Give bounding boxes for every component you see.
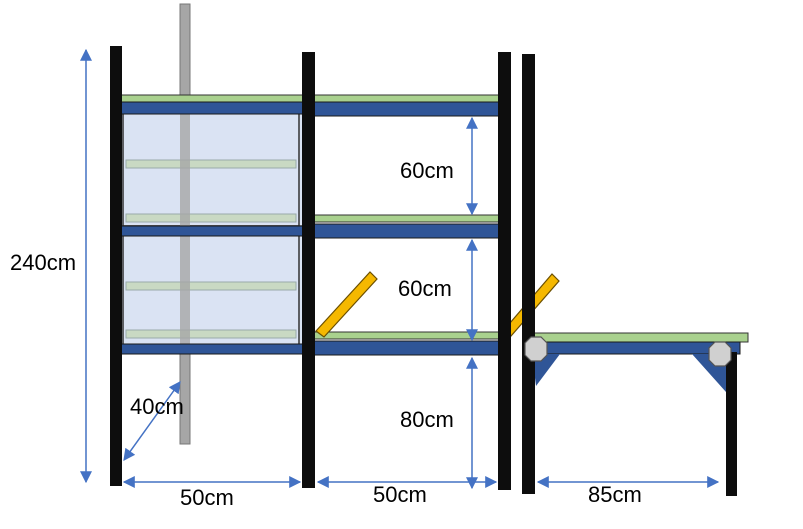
width-right-label: 85cm [588, 482, 642, 507]
shelf-gap-middle-label: 60cm [398, 276, 452, 301]
shelf-left-middle [117, 225, 305, 237]
storage-box-lower [117, 233, 305, 349]
shelf-middle-middle [313, 214, 501, 239]
post-center-right [498, 52, 511, 490]
shelf-left-bottom [117, 343, 305, 355]
bench-leg [726, 352, 737, 496]
shelf-left-top [117, 94, 305, 115]
bench-bracket-left [532, 354, 560, 386]
total-height-label: 240cm [10, 250, 76, 275]
shelf-height-bottom-label: 80cm [400, 407, 454, 432]
shelf-gap-top-label: 60cm [400, 158, 454, 183]
width-middle-label: 50cm [373, 482, 427, 507]
width-left-label: 50cm [180, 485, 234, 510]
brace-middle [315, 271, 378, 338]
depth-dimension-arrow [123, 381, 181, 461]
storage-box-upper [117, 107, 305, 227]
post-center-left [302, 52, 315, 488]
bolt-left [524, 336, 548, 362]
post-right-front [522, 54, 535, 494]
shelf-middle-top [313, 94, 501, 117]
bolt-right [708, 341, 732, 367]
post-left [110, 46, 122, 486]
depth-label: 40cm [130, 394, 184, 419]
